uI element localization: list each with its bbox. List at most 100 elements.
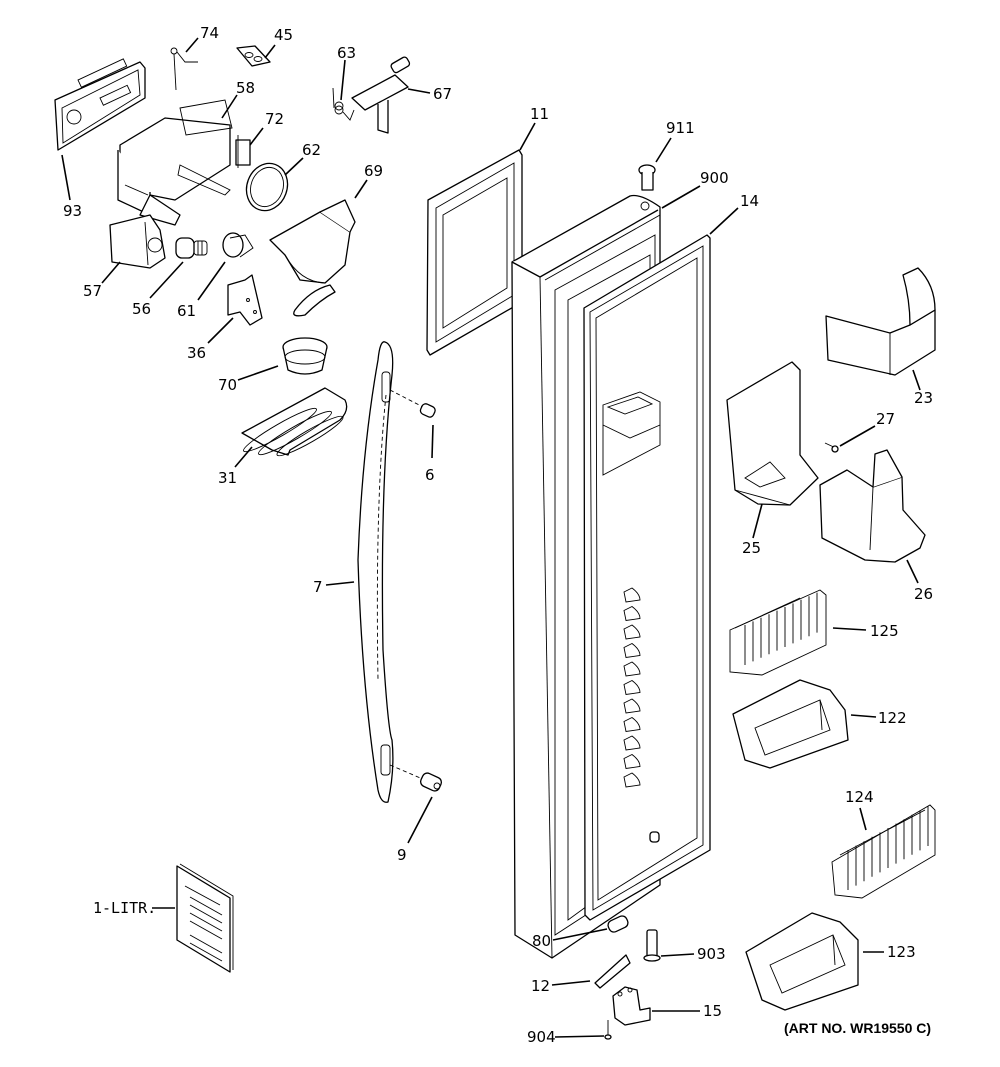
leader-911 [655, 137, 672, 163]
part-125-wire-basket[interactable] [729, 589, 827, 676]
label-57: 57 [83, 282, 102, 300]
leader-36 [207, 317, 234, 344]
label-7: 7 [313, 578, 323, 596]
part-7-handle[interactable] [357, 341, 394, 803]
part-124-wire-basket[interactable] [831, 804, 936, 899]
part-15-hinge[interactable] [612, 986, 651, 1026]
label-31: 31 [218, 469, 237, 487]
leader-56 [149, 261, 184, 299]
leader-80 [552, 928, 608, 941]
leader-74 [185, 37, 199, 53]
label-62: 62 [302, 141, 321, 159]
label-26: 26 [914, 585, 933, 603]
part-1-litr-booklet[interactable] [176, 863, 234, 973]
leader-62 [284, 157, 304, 176]
part-72-switch[interactable] [235, 135, 251, 168]
part-58-dispenser-housing[interactable] [117, 99, 233, 226]
label-45: 45 [274, 26, 293, 44]
shelf-rib [623, 661, 641, 677]
shelf-rib [623, 753, 641, 770]
part-26-lower-cover[interactable] [819, 449, 926, 563]
leader-23 [912, 369, 921, 391]
part-9-screw[interactable] [419, 771, 443, 792]
label-25: 25 [742, 539, 761, 557]
leader-11 [519, 122, 536, 151]
part-31-drip-grille[interactable] [241, 387, 348, 460]
label-6: 6 [425, 466, 435, 484]
shelf-rib [623, 624, 641, 640]
label-70: 70 [218, 376, 237, 394]
axis-9 [389, 764, 426, 781]
label-904: 904 [527, 1028, 556, 1046]
leader-26 [906, 559, 919, 584]
part-61-coupling[interactable] [222, 232, 254, 258]
part-904-screw[interactable] [604, 1020, 612, 1040]
label-58: 58 [236, 79, 255, 97]
part-911-bushing[interactable] [638, 164, 656, 191]
label-911: 911 [666, 119, 695, 137]
shelf-rib [623, 605, 641, 622]
leader-904 [554, 1035, 605, 1038]
label-80: 80 [532, 932, 551, 950]
leader-57 [101, 261, 121, 284]
label-15: 15 [703, 1002, 722, 1020]
part-12-bracket[interactable] [594, 954, 631, 989]
leader-122 [850, 714, 877, 718]
label-122: 122 [878, 709, 907, 727]
label-27: 27 [876, 410, 895, 428]
part-69-chute[interactable] [269, 199, 356, 317]
art-number: (ART NO. WR19550 C) [784, 1020, 931, 1036]
leader-31 [234, 446, 253, 468]
label-63: 63 [337, 44, 356, 62]
label-23: 23 [914, 389, 933, 407]
shelf-rib [623, 679, 641, 696]
part-56-motor[interactable] [175, 237, 208, 259]
leader-6 [431, 424, 434, 459]
label-69: 69 [364, 162, 383, 180]
part-123-bin[interactable] [745, 912, 859, 1011]
shelf-rib [623, 698, 641, 714]
label-93: 93 [63, 202, 82, 220]
part-45-bracket[interactable] [236, 45, 271, 67]
part-23-cover[interactable] [825, 267, 936, 376]
shelf-rib [623, 716, 641, 733]
door-drain [649, 831, 660, 843]
label-67: 67 [433, 85, 452, 103]
label-125: 125 [870, 622, 899, 640]
part-74-spring[interactable] [170, 47, 198, 91]
leader-61 [197, 261, 226, 301]
part-93-control-panel[interactable] [54, 58, 146, 151]
label-61: 61 [177, 302, 196, 320]
leader-72 [249, 127, 264, 146]
shelf-rib [623, 735, 641, 751]
part-11-dispenser-frame[interactable] [426, 149, 523, 356]
part-57-motor-cover[interactable] [109, 214, 166, 269]
label-124: 124 [845, 788, 874, 806]
label-14: 14 [740, 192, 759, 210]
part-14-gasket[interactable] [583, 234, 711, 921]
part-36-bracket[interactable] [227, 274, 263, 326]
leader-9 [407, 796, 433, 844]
leader-45 [264, 44, 276, 59]
leader-67 [407, 88, 431, 94]
part-70-ring[interactable] [282, 337, 328, 375]
label-56: 56 [132, 300, 151, 318]
label-900: 900 [700, 169, 729, 187]
leader-63 [340, 59, 346, 101]
part-122-bin[interactable] [732, 679, 849, 769]
label-11: 11 [530, 105, 549, 123]
leader-124 [859, 807, 867, 831]
part-63-spring[interactable] [332, 87, 355, 121]
part-903-hinge-pin[interactable] [643, 929, 661, 962]
leader-7 [325, 581, 355, 586]
label-72: 72 [265, 110, 284, 128]
label-123: 123 [887, 943, 916, 961]
part-67-lever[interactable] [351, 56, 411, 134]
part-80-cam[interactable] [606, 914, 629, 933]
part-62-ring[interactable] [240, 158, 294, 217]
label-74: 74 [200, 24, 219, 42]
part-6-screw[interactable] [419, 403, 436, 419]
label-903: 903 [697, 945, 726, 963]
part-25-housing[interactable] [726, 361, 819, 506]
part-27-screw[interactable] [824, 442, 839, 453]
